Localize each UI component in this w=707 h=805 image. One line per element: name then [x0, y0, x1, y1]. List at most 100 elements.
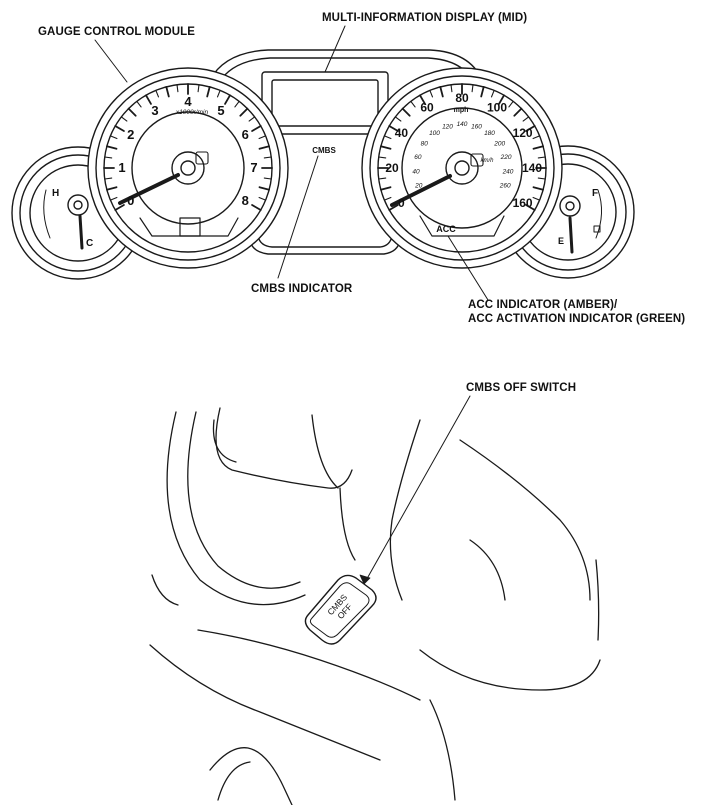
speedo-kmh-numeral: 160 [471, 123, 482, 130]
gauge-tick [513, 107, 523, 117]
gauge-tick [379, 186, 392, 191]
gauge-tick [127, 107, 137, 117]
tach-ticks [103, 83, 273, 211]
tach-numeral: 0 [127, 193, 134, 208]
multi-information-display [261, 71, 389, 135]
speedo-kmh-numeral: 260 [499, 183, 511, 190]
speedo-kmh-numeral: 20 [414, 183, 423, 190]
gauge-tick [383, 196, 392, 201]
speedo-kmh-numeral: 200 [493, 141, 505, 148]
speedo-mph-numeral: 40 [395, 126, 409, 140]
tach-numeral: 2 [127, 127, 134, 142]
acc-indicator-label-line2: ACC ACTIVATION INDICATOR (GREEN) [468, 313, 686, 325]
gauge-tick [532, 196, 541, 201]
speedometer [361, 67, 563, 269]
gauge-tick [378, 156, 387, 159]
gauge-tick [234, 100, 240, 108]
temp-cold-label: C [86, 238, 93, 249]
speedo-kmh-numeral: 40 [412, 168, 420, 175]
cmbs-lamp-label: CMBS [312, 146, 336, 155]
tach-numeral: 4 [184, 94, 192, 109]
gauge-tick [537, 177, 546, 180]
speedo-kmh-numeral: 60 [414, 154, 422, 161]
speedo-kmh-unit: km/h [480, 158, 494, 164]
gauge-tick [109, 196, 118, 201]
gauge-tick [109, 135, 118, 140]
tach-numeral: 6 [242, 127, 249, 142]
mid-label: MULTI-INFORMATION DISPLAY (MID) [322, 12, 528, 24]
speedo-kmh-numeral: 220 [500, 154, 512, 161]
acc-lamp-label: ACC [436, 224, 456, 234]
gauge-tick [490, 89, 495, 98]
gauge-tick [439, 86, 444, 98]
gauge-tick [155, 89, 160, 98]
gauge-tick [532, 186, 544, 191]
tach-numeral: 7 [250, 160, 257, 175]
fuel-empty-label: E [558, 236, 564, 246]
gauge-tick [120, 116, 128, 122]
speedo-kmh-numeral: 180 [484, 130, 495, 137]
gauge-tick [239, 107, 249, 117]
gauge-tick [480, 86, 485, 98]
gauge-tick [145, 94, 152, 105]
gauge-tick [525, 204, 536, 211]
gauge-tick [263, 177, 272, 180]
speedo-mph-numeral: 20 [385, 161, 399, 175]
cmbs-off-switch-label: CMBS OFF SWITCH [466, 382, 577, 394]
gauge-tick [388, 204, 399, 211]
tach-numeral: 1 [118, 160, 125, 175]
speedo-mph-numeral: 120 [513, 126, 533, 140]
gauge-tick [165, 86, 170, 98]
gauge-tick [522, 116, 530, 122]
speedo-kmh-numeral: 80 [421, 141, 429, 148]
fuel-full-label: F [592, 188, 598, 199]
speedo-mph-numeral: 60 [420, 100, 434, 114]
speedo-mph-numeral: 160 [513, 196, 533, 210]
speedo-mph-numeral: 0 [398, 196, 405, 210]
gauge-tick [508, 100, 514, 108]
gauge-tick [104, 177, 113, 180]
speedo-ticks [377, 83, 547, 211]
cmbs-off-switch [304, 574, 377, 645]
gauge-tick [419, 94, 426, 105]
gauge-tick [197, 84, 200, 93]
gauge-tick [258, 186, 271, 191]
gauge-tick [106, 186, 118, 191]
gauge-tick [394, 116, 402, 122]
gauge-tick [104, 156, 113, 159]
gauge-tick [525, 125, 536, 132]
gauge-tick [263, 156, 272, 159]
gauge-tick [216, 89, 221, 98]
cmbs-off-switch-leader [363, 395, 471, 585]
gauge-tick [532, 145, 544, 150]
gauge-tick [258, 196, 267, 201]
gauge-tick [224, 94, 231, 105]
gauge-tick [106, 145, 118, 150]
speedo-kmh-numeral: 140 [457, 121, 468, 128]
gauge-tick [383, 135, 392, 140]
gauge-tick [114, 125, 125, 132]
speedo-kmh-numeral: 120 [442, 123, 453, 130]
gauge-tick [498, 94, 505, 105]
gauge-tick [114, 204, 125, 211]
speedo-mph-numeral: 100 [487, 100, 507, 114]
gauge-tick [429, 89, 434, 98]
gauge-tick [251, 204, 262, 211]
speedo-kmh-numeral: 100 [429, 130, 440, 137]
gauge-tick [176, 84, 179, 93]
tach-unit: x1000r/min [175, 109, 209, 116]
gauge-tick [136, 100, 142, 108]
tachometer [87, 67, 289, 269]
gauge-tick [532, 135, 541, 140]
gauge-tick [206, 86, 211, 98]
gauge-tick [401, 107, 411, 117]
speedo-mph-numeral: 140 [522, 161, 542, 175]
tach-numeral: 8 [242, 193, 249, 208]
speedo-mph-unit: mph [454, 107, 469, 114]
gauge-tick [471, 84, 474, 93]
gauge-tick [251, 125, 262, 132]
